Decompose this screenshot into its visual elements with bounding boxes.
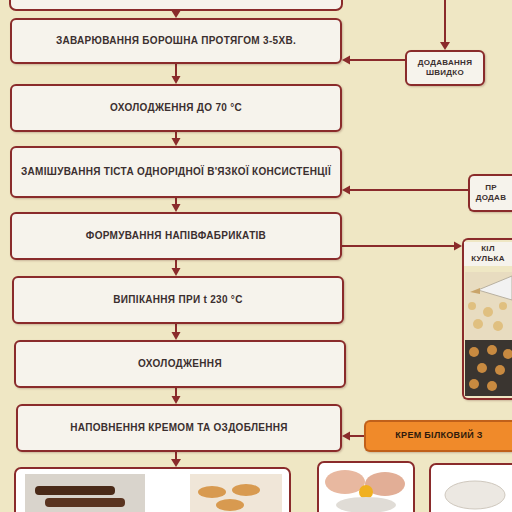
arrowhead (172, 268, 181, 276)
flow-arrow (172, 388, 181, 404)
process-box: ЗАМІШУВАННЯ ТІСТА ОДНОРІДНОЇ В'ЯЗКОЇ КОН… (10, 146, 342, 198)
arrowhead (342, 186, 350, 195)
arrowhead (454, 242, 462, 251)
feed-line (444, 0, 446, 42)
connector-line (349, 189, 468, 191)
flow-arrow (172, 260, 181, 276)
node-text: ФОРМУВАННЯ НАПІВФАБРИКАТІВ (80, 227, 272, 246)
process-box: НАПОВНЕННЯ КРЕМОМ ТА ОЗДОБЛЕННЯ (16, 404, 342, 452)
connector-line (175, 260, 177, 269)
connector-line (175, 324, 177, 333)
node-text: ЗАВАРЮВАННЯ БОРОШНА ПРОТЯГОМ 3-5ХВ. (50, 32, 302, 51)
picture-box: КІЛ КУЛЬКА (462, 238, 512, 400)
node-text: ПР ДОДАВ (470, 181, 512, 205)
bowl-photo (430, 464, 512, 512)
node-text: КІЛ КУЛЬКА (464, 242, 512, 266)
node-text: ЗАМІШУВАННЯ ТІСТА ОДНОРІДНОЇ В'ЯЗКОЇ КОН… (15, 163, 337, 182)
cream-box: КРЕМ БІЛКОВИЙ З (364, 420, 512, 452)
connector-line (349, 435, 364, 437)
input-box: ДОДАВАННЯ ШВИДКО (405, 50, 485, 86)
connector-line (175, 198, 177, 205)
flow-arrow (172, 132, 181, 146)
node-text: ОХОЛОДЖЕННЯ ДО 70 °C (104, 99, 248, 118)
exit-line (175, 452, 177, 460)
arrowhead (440, 42, 450, 50)
flow-arrow (172, 324, 181, 340)
node-text: КРЕМ БІЛКОВИЙ З (389, 427, 488, 444)
input-box: ПР ДОДАВ (468, 174, 512, 212)
flow-arrow (342, 56, 405, 65)
connector-line (175, 132, 177, 139)
arrowhead (172, 396, 181, 404)
arrowhead (172, 76, 181, 84)
arrowhead (172, 204, 181, 212)
arrowhead (172, 138, 181, 146)
arrowhead (342, 432, 350, 441)
node-text: ДОДАВАННЯ ШВИДКО (407, 55, 483, 81)
cut-off-box (10, 0, 342, 10)
process-box: ЗАВАРЮВАННЯ БОРОШНА ПРОТЯГОМ 3-5ХВ. (10, 18, 342, 64)
process-box: ФОРМУВАННЯ НАПІВФАБРИКАТІВ (10, 212, 342, 260)
process-box: ОХОЛОДЖЕННЯ ДО 70 °C (10, 84, 342, 132)
node-text: ВИПІКАННЯ ПРИ t 230 °C (107, 291, 248, 310)
flow-arrow (342, 432, 364, 441)
node-text: НАПОВНЕННЯ КРЕМОМ ТА ОЗДОБЛЕННЯ (64, 419, 293, 438)
flow-arrow (342, 242, 462, 251)
arrowhead (171, 10, 181, 18)
arrowhead (342, 56, 350, 65)
connector-line (175, 64, 177, 77)
process-box: ВИПІКАННЯ ПРИ t 230 °C (12, 276, 344, 324)
arrowhead (172, 332, 181, 340)
eclair-photos (15, 468, 290, 512)
connector-line (349, 59, 405, 61)
flow-arrow (172, 64, 181, 84)
process-box: ОХОЛОДЖЕННЯ (14, 340, 346, 388)
node-text: ОХОЛОДЖЕННЯ (132, 355, 228, 374)
flow-arrow (342, 186, 468, 195)
connector-line (342, 245, 455, 247)
flow-arrow (172, 198, 181, 212)
egg-photo (318, 462, 414, 512)
connector-line (175, 388, 177, 397)
arrowhead (171, 459, 181, 467)
choux-photo (465, 272, 512, 396)
